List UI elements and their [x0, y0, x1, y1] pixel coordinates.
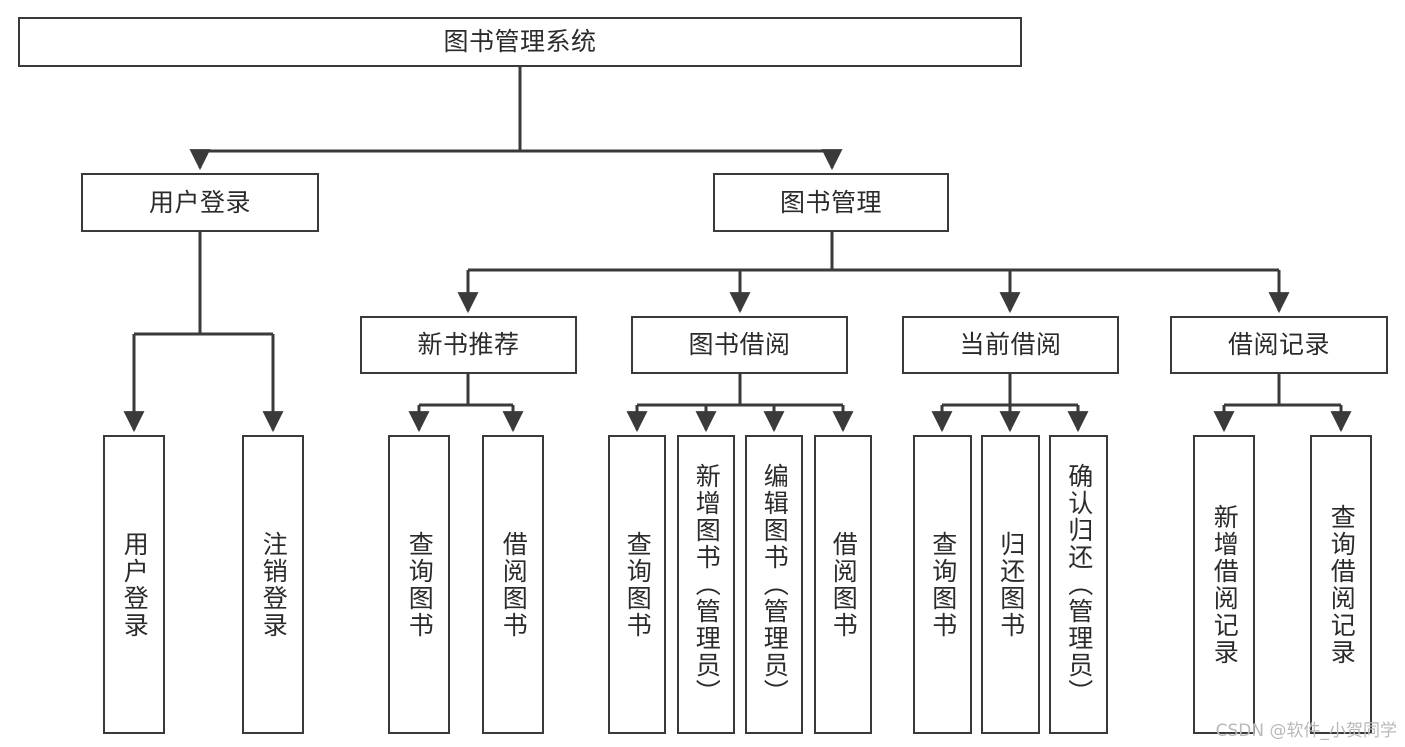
- node-leaf-logout[interactable]: 注销登录: [242, 435, 304, 734]
- node-leaf-query-book-3-label: 查询图书: [928, 530, 958, 639]
- node-borrow-record-label: 借阅记录: [1227, 330, 1330, 360]
- node-book-borrow-label: 图书借阅: [688, 330, 791, 360]
- node-leaf-add-record[interactable]: 新增借阅记录: [1193, 435, 1255, 734]
- node-leaf-edit-book[interactable]: 编辑图书（管理员）: [745, 435, 803, 734]
- node-leaf-confirm-return[interactable]: 确认归还（管理员）: [1049, 435, 1108, 734]
- node-leaf-return-book-label: 归还图书: [996, 530, 1026, 639]
- node-leaf-query-book-2-label: 查询图书: [623, 530, 653, 639]
- node-leaf-user-login-label: 用户登录: [120, 530, 150, 639]
- node-leaf-query-record[interactable]: 查询借阅记录: [1310, 435, 1372, 734]
- node-leaf-add-book[interactable]: 新增图书（管理员）: [677, 435, 735, 734]
- node-book-borrow[interactable]: 图书借阅: [631, 316, 848, 374]
- node-book-management[interactable]: 图书管理: [713, 173, 949, 232]
- node-borrow-record[interactable]: 借阅记录: [1170, 316, 1388, 374]
- node-current-borrow-label: 当前借阅: [959, 330, 1062, 360]
- node-leaf-logout-label: 注销登录: [259, 530, 289, 639]
- node-leaf-query-book-1[interactable]: 查询图书: [388, 435, 450, 734]
- node-leaf-borrow-book-2[interactable]: 借阅图书: [814, 435, 872, 734]
- node-leaf-edit-book-label: 编辑图书（管理员）: [760, 463, 790, 706]
- node-leaf-user-login[interactable]: 用户登录: [103, 435, 165, 734]
- node-leaf-borrow-book-1-label: 借阅图书: [499, 530, 529, 639]
- node-leaf-query-book-1-label: 查询图书: [405, 530, 435, 639]
- node-new-book-recommend-label: 新书推荐: [417, 330, 520, 360]
- csdn-watermark: CSDN @软件_小贺同学: [1215, 721, 1397, 741]
- node-root[interactable]: 图书管理系统: [18, 17, 1022, 67]
- node-new-book-recommend[interactable]: 新书推荐: [360, 316, 577, 374]
- node-leaf-borrow-book-1[interactable]: 借阅图书: [482, 435, 544, 734]
- node-book-management-label: 图书管理: [779, 187, 882, 217]
- node-leaf-query-record-label: 查询借阅记录: [1327, 503, 1357, 666]
- node-leaf-return-book[interactable]: 归还图书: [981, 435, 1040, 734]
- node-leaf-add-book-label: 新增图书（管理员）: [692, 463, 722, 706]
- node-current-borrow[interactable]: 当前借阅: [902, 316, 1119, 374]
- node-leaf-confirm-return-label: 确认归还（管理员）: [1064, 463, 1094, 706]
- node-root-label: 图书管理系统: [443, 27, 597, 57]
- node-leaf-query-book-3[interactable]: 查询图书: [913, 435, 972, 734]
- node-user-login-label: 用户登录: [148, 187, 251, 217]
- node-leaf-borrow-book-2-label: 借阅图书: [829, 530, 859, 639]
- node-leaf-query-book-2[interactable]: 查询图书: [608, 435, 666, 734]
- node-user-login[interactable]: 用户登录: [81, 173, 319, 232]
- node-leaf-add-record-label: 新增借阅记录: [1210, 503, 1240, 666]
